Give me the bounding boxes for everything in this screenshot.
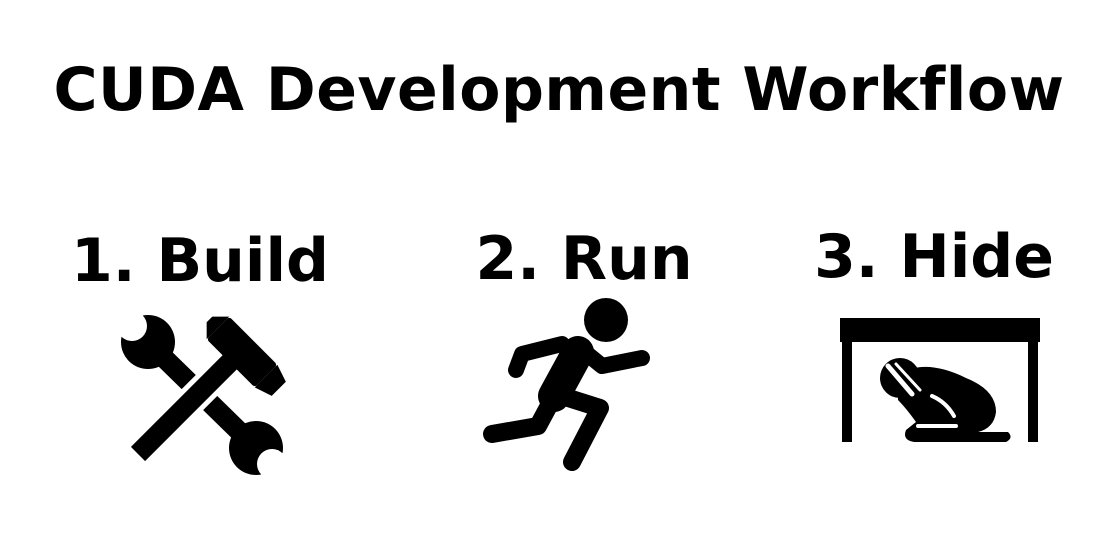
- page-title: CUDA Development Workflow: [53, 55, 1065, 125]
- step-label-build: 1. Build: [71, 226, 329, 296]
- step-label-run: 2. Run: [475, 224, 693, 294]
- person-hiding-under-table-icon: [836, 316, 1044, 446]
- step-label-hide: 3. Hide: [814, 222, 1054, 292]
- running-person-icon: [482, 296, 654, 474]
- hammer-wrench-icon: [118, 312, 288, 478]
